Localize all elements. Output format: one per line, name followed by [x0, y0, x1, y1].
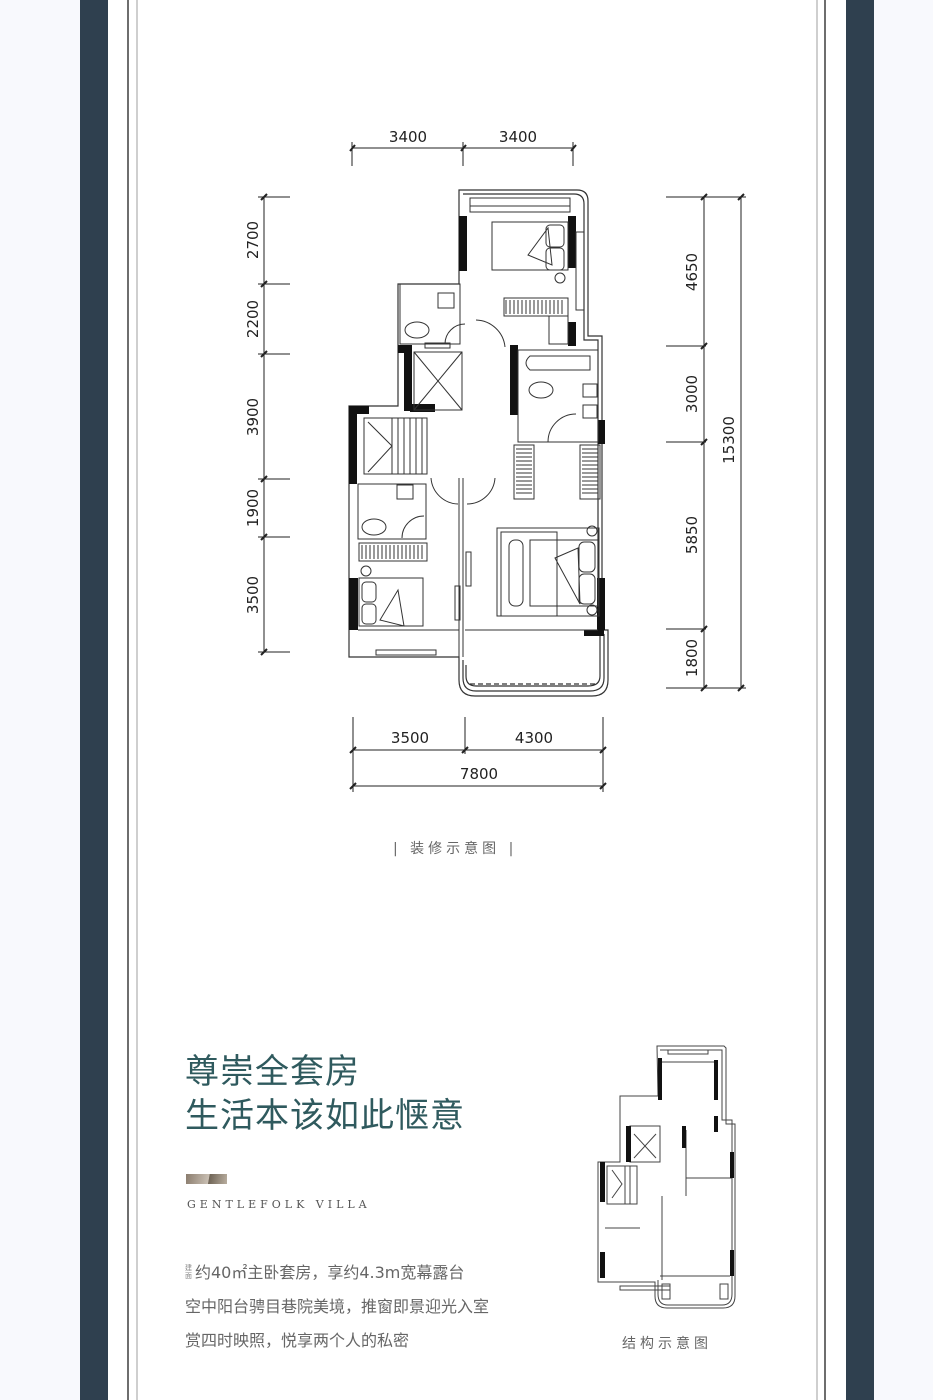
decoration-plan-caption: | 装修示意图 |: [393, 841, 518, 857]
structure-thumbnail: [597, 1045, 736, 1309]
dim-bottom-2: 4300: [515, 729, 553, 747]
frame-rule: [127, 0, 129, 1400]
dim-right-4: 1800: [683, 639, 701, 677]
frame-rule: [824, 0, 826, 1400]
headline-line-1: 尊崇全套房: [185, 1052, 360, 1092]
dim-bottom-1: 3500: [391, 729, 429, 747]
dimension-ticks: [260, 144, 745, 790]
dim-left-3: 3900: [244, 398, 262, 436]
frame-rule: [136, 0, 138, 1400]
desc-line-1: 建面约40㎡主卧套房，享约4.3m宽幕露台: [185, 1256, 489, 1290]
dim-left-2: 2200: [244, 300, 262, 338]
dim-left-4: 1900: [244, 489, 262, 527]
desc-line-1-text: 约40㎡主卧套房，享约4.3m宽幕露台: [195, 1263, 465, 1282]
brand-tagline: GENTLEFOLK VILLA: [187, 1198, 371, 1211]
dim-right-3: 5850: [683, 516, 701, 554]
dimension-labels: 3400 3400 2700 2200 3900 1900 3500 4650 …: [244, 128, 738, 783]
dim-top-1: 3400: [389, 128, 427, 146]
area-prefix: 建面: [185, 1264, 195, 1280]
gold-accent-bar: [186, 1174, 227, 1184]
structure-thumbnail-walls: [600, 1058, 734, 1278]
desc-line-2: 空中阳台骋目巷院美境，推窗即景迎光入室: [185, 1297, 490, 1316]
dim-right-2: 3000: [683, 375, 701, 413]
dim-bottom-total: 7800: [460, 765, 498, 783]
dim-left-5: 3500: [244, 576, 262, 614]
dim-left-1: 2700: [244, 221, 262, 259]
right-border-band: [846, 0, 874, 1400]
feature-description: 建面约40㎡主卧套房，享约4.3m宽幕露台 空中阳台骋目巷院美境，推窗即景迎光入…: [185, 1256, 489, 1358]
left-border-band: [80, 0, 108, 1400]
content-sheet: [108, 0, 846, 1400]
dim-top-2: 3400: [499, 128, 537, 146]
interior-walls: [357, 197, 601, 657]
structure-caption: 结构示意图: [622, 1336, 712, 1352]
area-prefix-top: 建: [185, 1264, 192, 1272]
area-prefix-bottom: 面: [185, 1272, 192, 1280]
headline-line-2: 生活本该如此惬意: [185, 1096, 465, 1136]
bed-top: [491, 221, 569, 271]
frame-rule: [816, 0, 818, 1400]
structural-walls: [349, 216, 605, 636]
dim-right-1: 4650: [683, 253, 701, 291]
desc-line-3: 赏四时映照，悦享两个人的私密: [185, 1331, 410, 1350]
dim-right-total: 15300: [720, 416, 738, 464]
feature-headline: 尊崇全套房 生活本该如此惬意: [185, 1050, 465, 1138]
dimension-lines: [258, 142, 746, 792]
